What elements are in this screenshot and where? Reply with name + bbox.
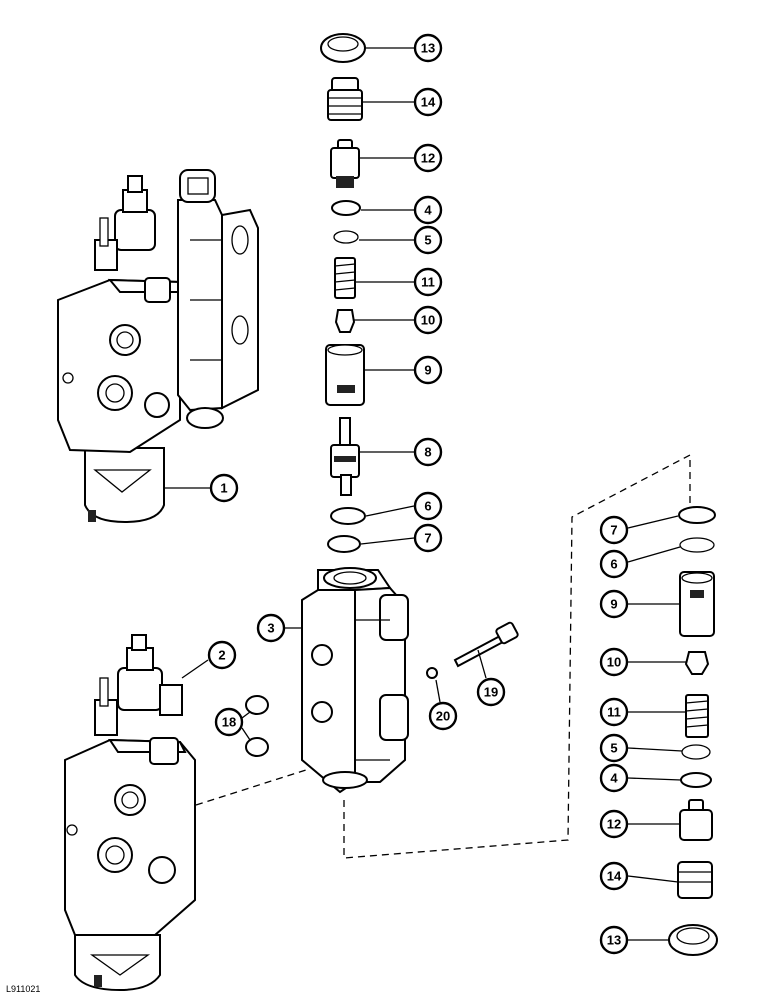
svg-text:11: 11 — [607, 705, 621, 720]
right-parts-stack — [668, 506, 718, 956]
svg-text:5: 5 — [424, 233, 431, 248]
callout-19: 19 — [476, 677, 506, 707]
assembly-dashed-line — [343, 453, 691, 859]
callout-18: 18 — [214, 707, 244, 737]
svg-text:14: 14 — [421, 95, 436, 110]
svg-text:4: 4 — [424, 203, 432, 218]
callout-4-right: 4 — [599, 763, 629, 793]
callout-2: 2 — [207, 640, 237, 670]
svg-text:9: 9 — [424, 363, 431, 378]
callout-6-right: 6 — [599, 549, 629, 579]
callout-12-top: 12 — [413, 143, 443, 173]
callout-10-top: 10 — [413, 305, 443, 335]
svg-text:19: 19 — [484, 685, 498, 700]
svg-text:1: 1 — [220, 481, 227, 496]
svg-text:10: 10 — [421, 313, 435, 328]
svg-text:4: 4 — [610, 771, 618, 786]
svg-text:9: 9 — [610, 597, 617, 612]
svg-text:12: 12 — [607, 817, 621, 832]
callout-14-top: 14 — [413, 87, 443, 117]
callout-10-right: 10 — [599, 647, 629, 677]
callout-7-top: 7 — [413, 523, 443, 553]
callout-1: 1 — [209, 473, 239, 503]
valve-section-3 — [301, 567, 409, 794]
callout-8: 8 — [413, 437, 443, 467]
svg-text:10: 10 — [607, 655, 621, 670]
callout-13-top: 13 — [413, 33, 443, 63]
callout-9-top: 9 — [413, 355, 443, 385]
callout-4-top: 4 — [413, 195, 443, 225]
svg-text:7: 7 — [424, 531, 431, 546]
callout-12-right: 12 — [599, 809, 629, 839]
callout-11-right: 11 — [599, 697, 629, 727]
svg-text:3: 3 — [267, 621, 274, 636]
callout-11-top: 11 — [413, 267, 443, 297]
o-ring-18 — [245, 695, 269, 715]
washer-20 — [426, 667, 438, 679]
assembly-dashed-line — [195, 769, 307, 806]
svg-text:8: 8 — [424, 445, 431, 460]
callout-20: 20 — [428, 701, 458, 731]
valve-section-2 — [64, 634, 196, 992]
leader-lines — [163, 47, 686, 941]
callout-14-right: 14 — [599, 861, 629, 891]
callout-3: 3 — [256, 613, 286, 643]
valve-section-1 — [57, 169, 259, 524]
callout-13-right: 13 — [599, 925, 629, 955]
svg-text:14: 14 — [607, 869, 622, 884]
callout-9-right: 9 — [599, 589, 629, 619]
figure-code: L911021 — [6, 984, 41, 994]
svg-text:6: 6 — [610, 557, 617, 572]
svg-text:2: 2 — [218, 648, 225, 663]
svg-text:7: 7 — [610, 523, 617, 538]
svg-text:18: 18 — [222, 715, 236, 730]
svg-text:6: 6 — [424, 499, 431, 514]
callout-6-top: 6 — [413, 491, 443, 521]
svg-text:13: 13 — [607, 933, 621, 948]
svg-text:11: 11 — [421, 275, 435, 290]
bolt-19 — [453, 621, 519, 668]
o-ring-18 — [245, 737, 269, 757]
center-parts-stack — [320, 33, 366, 553]
svg-text:5: 5 — [610, 741, 617, 756]
callout-5-right: 5 — [599, 733, 629, 763]
svg-text:13: 13 — [421, 41, 435, 56]
svg-text:20: 20 — [436, 709, 450, 724]
callout-7-right: 7 — [599, 515, 629, 545]
svg-text:12: 12 — [421, 151, 435, 166]
callout-5-top: 5 — [413, 225, 443, 255]
